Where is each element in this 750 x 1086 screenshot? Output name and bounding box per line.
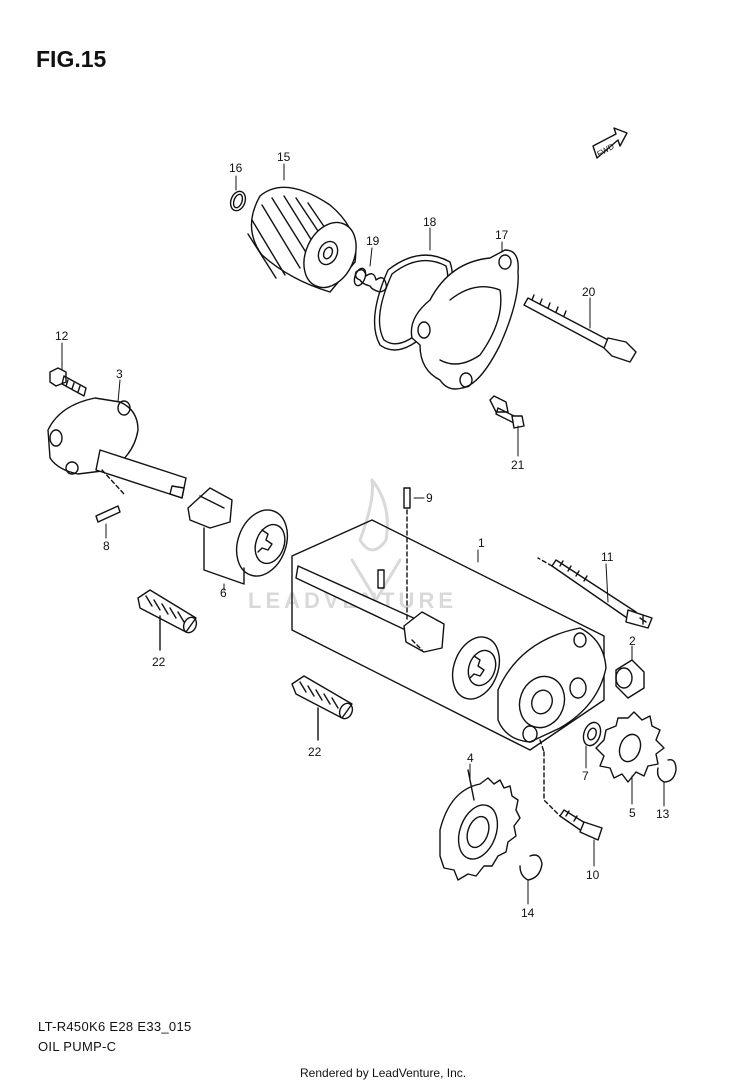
model-code: LT-R450K6 E28 E33_015 (38, 1019, 192, 1034)
callout-14: 14 (521, 906, 535, 920)
part-22-dowel-lower (291, 675, 354, 741)
callout-22b: 22 (308, 745, 322, 759)
callout-5: 5 (629, 806, 636, 820)
part-5-driven-gear (595, 711, 665, 783)
part-11-long-screw (537, 557, 653, 629)
callout-8: 8 (103, 539, 110, 553)
assembly-guide-lines (101, 469, 545, 753)
part-10-screw (543, 751, 603, 841)
part-4-drive-gear (439, 769, 521, 881)
callout-7: 7 (582, 769, 589, 783)
callout-numbers: 1 2 3 4 5 6 7 8 9 10 11 12 13 14 15 16 1… (55, 150, 670, 920)
part-15-oil-filter (247, 186, 357, 293)
callout-6: 6 (220, 586, 227, 600)
part-22-dowel-upper (137, 589, 198, 651)
callout-21: 21 (511, 458, 525, 472)
fwd-arrow-icon: FWD (592, 127, 628, 159)
callout-17: 17 (495, 228, 509, 242)
callout-18: 18 (423, 215, 437, 229)
callout-leader-lines (61, 163, 665, 905)
part-6-rotor-set (187, 487, 289, 585)
callout-4: 4 (467, 751, 474, 765)
callout-19: 19 (366, 234, 380, 248)
callout-2: 2 (629, 634, 636, 648)
part-14-circlip (519, 854, 543, 881)
credit-line: Rendered by LeadVenture, Inc. (300, 1066, 467, 1080)
callout-20: 20 (582, 285, 596, 299)
callout-16: 16 (229, 161, 243, 175)
part-17-filter-cap (410, 249, 519, 390)
callout-9: 9 (426, 491, 433, 505)
part-9-pin (403, 487, 411, 621)
part-7-washer (582, 721, 602, 747)
part-13-circlip (656, 759, 677, 783)
part-1-oil-pump-assembly-outline (291, 519, 605, 751)
part-16-o-ring (229, 190, 247, 212)
watermark-logo (350, 478, 402, 602)
part-1-pump-internals (295, 565, 607, 743)
callout-13: 13 (656, 807, 670, 821)
part-20-long-bolt (523, 294, 637, 363)
callout-10: 10 (586, 868, 600, 882)
part-12-bolt (49, 367, 87, 397)
part-21-bolt (489, 395, 525, 429)
callout-11: 11 (601, 550, 614, 564)
callout-15: 15 (277, 150, 291, 164)
callout-3: 3 (116, 367, 123, 381)
callout-12: 12 (55, 329, 69, 343)
part-8-pin (95, 505, 121, 523)
section-name: OIL PUMP-C (38, 1039, 117, 1054)
callout-1: 1 (478, 536, 485, 550)
callout-22a: 22 (152, 655, 166, 669)
part-2-bushing (615, 659, 645, 699)
part-3-pump-cover (47, 397, 187, 499)
figure-title: FIG.15 (36, 46, 107, 72)
